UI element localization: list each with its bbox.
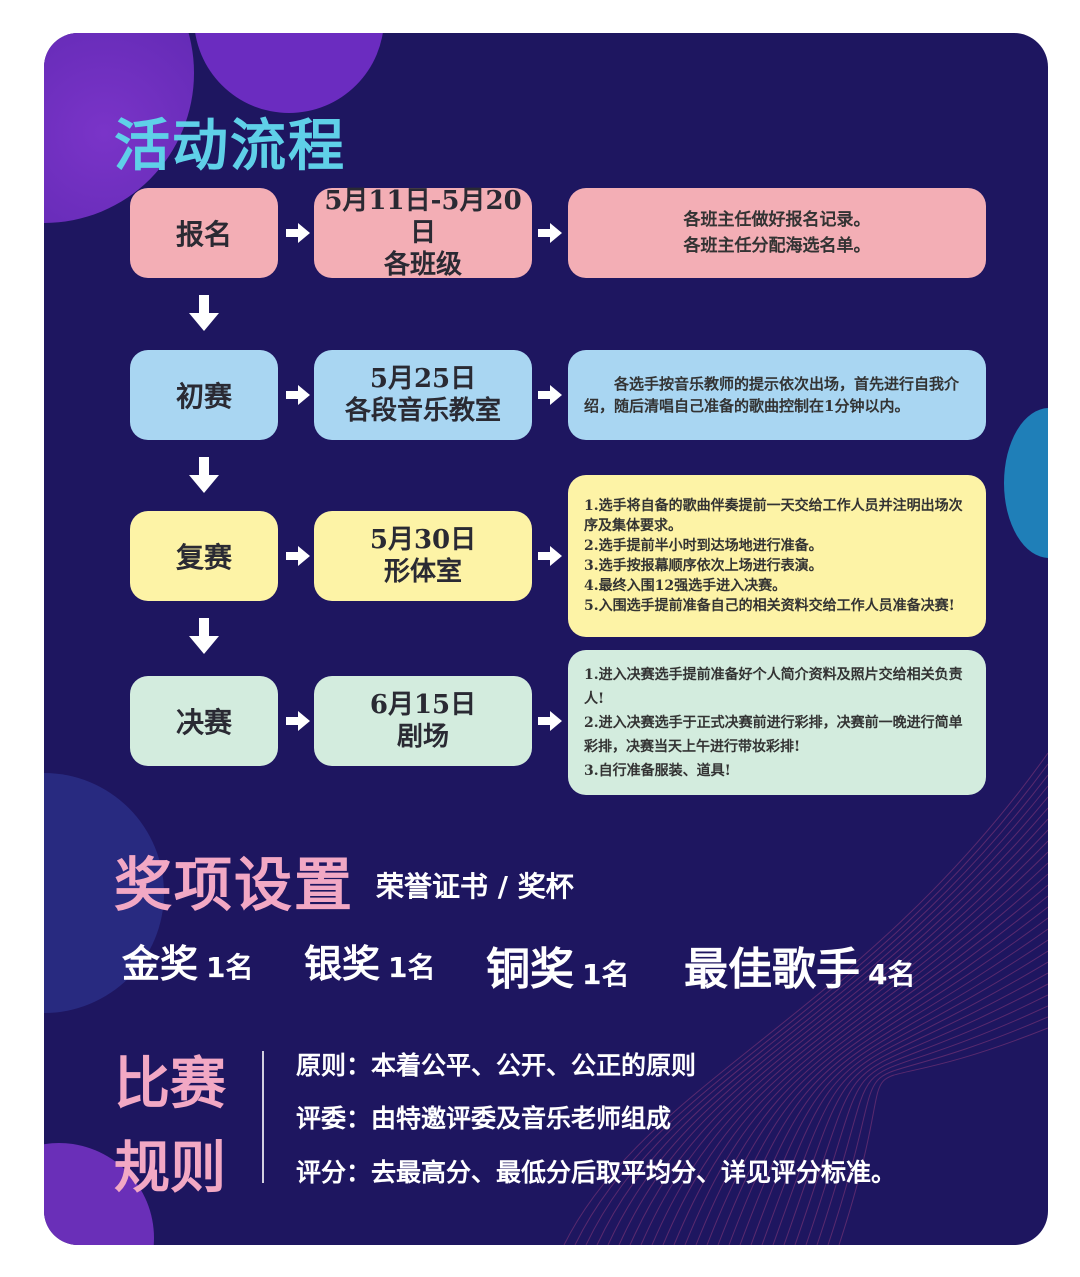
divider xyxy=(262,1051,264,1183)
rule-principle: 原则：本着公平、公开、公正的原则 xyxy=(296,1046,696,1082)
description-line: 各班主任分配海选名单。 xyxy=(683,236,871,256)
stage-time-place: 5月11日-5月20日各班级 xyxy=(314,186,532,280)
stage-date: 6月15日 xyxy=(369,690,477,720)
stage-time-place: 6月15日剧场 xyxy=(314,676,532,766)
award-name: 金奖 xyxy=(122,942,199,986)
arrow-right-icon xyxy=(538,221,562,245)
arrow-right-icon xyxy=(538,544,562,568)
rule-scoring: 评分：去最高分、最低分后取平均分、详见评分标准。 xyxy=(296,1153,896,1189)
description-line: 各选手按音乐教师的提示依次出场，首先进行自我介绍，随后清唱自己准备的歌曲控制在1… xyxy=(584,375,960,415)
arrow-right-icon xyxy=(286,221,310,245)
arrow-down-icon xyxy=(189,295,219,331)
stage-label: 报名 xyxy=(130,188,278,278)
award-name: 铜奖 xyxy=(486,944,574,995)
stage-description: 各班主任做好报名记录。各班主任分配海选名单。 xyxy=(568,188,986,278)
stage-description: 1.进入决赛选手提前准备好个人简介资料及照片交给相关负责人! 2.进入决赛选手于正… xyxy=(568,650,986,795)
arrow-right-icon xyxy=(286,544,310,568)
award-count: 1名 xyxy=(206,951,254,984)
stage-venue: 剧场 xyxy=(396,722,449,752)
description-line: 2.选手提前半小时到达场地进行准备。 xyxy=(584,538,823,554)
stage-time-place: 5月30日形体室 xyxy=(314,511,532,601)
award-subtitle: 荣誉证书 / 奖杯 xyxy=(376,870,574,903)
rule-text: 去最高分、最低分后取平均分、详见评分标准。 xyxy=(371,1158,897,1187)
arrow-right-icon xyxy=(538,709,562,733)
stage-description: 1.选手将自备的歌曲伴奏提前一天交给工作人员并注明出场次序及集体要求。 2.选手提… xyxy=(568,475,986,637)
stage-venue: 各段音乐教室 xyxy=(344,396,501,426)
description-line: 1.选手将自备的歌曲伴奏提前一天交给工作人员并注明出场次序及集体要求。 xyxy=(584,498,963,534)
rule-text: 本着公平、公开、公正的原则 xyxy=(371,1051,697,1080)
stage-label: 初赛 xyxy=(130,350,278,440)
stage-date: 5月30日 xyxy=(369,525,477,555)
flow-title: 活动流程 xyxy=(114,114,346,179)
stage-date: 5月11日-5月20日 xyxy=(324,186,522,248)
rule-label: 原则： xyxy=(296,1051,372,1080)
arrow-down-icon xyxy=(189,457,219,493)
award-count: 1名 xyxy=(388,951,436,984)
award-title: 奖项设置 xyxy=(114,851,355,919)
stage-time-place: 5月25日各段音乐教室 xyxy=(314,350,532,440)
rules-title: 比赛 规则 xyxy=(114,1052,226,1201)
rule-judges: 评委：由特邀评委及音乐老师组成 xyxy=(296,1099,671,1135)
arrow-down-icon xyxy=(189,618,219,654)
award-name: 最佳歌手 xyxy=(684,944,860,995)
stage-label: 复赛 xyxy=(130,511,278,601)
stage-venue: 各班级 xyxy=(383,250,462,280)
description-line: 各班主任做好报名记录。 xyxy=(683,210,871,230)
description-line: 4.最终入围12强选手进入决赛。 xyxy=(584,578,787,594)
arrow-right-icon xyxy=(286,709,310,733)
arrow-right-icon xyxy=(286,383,310,407)
stage-venue: 形体室 xyxy=(383,557,462,587)
description-line: 3.自行准备服装、道具! xyxy=(584,762,731,779)
award-name: 银奖 xyxy=(304,942,381,986)
stage-date: 5月25日 xyxy=(369,364,477,394)
description-line: 3.选手按报幕顺序依次上场进行表演。 xyxy=(584,558,823,574)
rule-text: 由特邀评委及音乐老师组成 xyxy=(371,1104,672,1133)
stage-label: 决赛 xyxy=(130,676,278,766)
rule-label: 评分： xyxy=(296,1158,372,1187)
description-line: 5.入围选手提前准备自己的相关资料交给工作人员准备决赛! xyxy=(584,598,955,614)
arrow-right-icon xyxy=(538,383,562,407)
decor-wave-lines xyxy=(563,752,1048,1245)
award-count: 4名 xyxy=(868,958,916,991)
description-line: 2.进入决赛选手于正式决赛前进行彩排，决赛前一晚进行简单彩排，决赛当天上午进行带… xyxy=(584,714,963,755)
award-count: 1名 xyxy=(582,958,630,991)
description-line: 1.进入决赛选手提前准备好个人简介资料及照片交给相关负责人! xyxy=(584,666,963,707)
rule-label: 评委： xyxy=(296,1104,372,1133)
stage-description: 各选手按音乐教师的提示依次出场，首先进行自我介绍，随后清唱自己准备的歌曲控制在1… xyxy=(568,350,986,440)
